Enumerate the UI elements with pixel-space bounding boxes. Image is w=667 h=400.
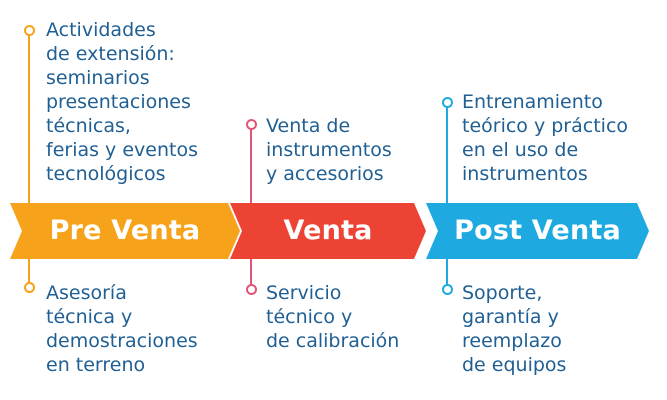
stage-label-post-venta: Post Venta [454,215,621,246]
arrow-post-venta [426,203,649,259]
connector-venta-bottom [250,259,252,287]
venta-bottom-text: Servicio técnico y de calibración [266,282,400,352]
dot-post-venta-bottom [441,284,453,295]
stage-label-pre-venta: Pre Venta [49,215,201,246]
dot-pre-venta-bottom [23,282,35,293]
dot-post-venta-top [441,97,453,108]
dot-venta-top [245,119,257,130]
connector-post-venta-bottom [446,259,448,287]
post-venta-bottom-text: Soporte, garantía y reemplazo de equipos [462,282,567,376]
pre-venta-bottom-text: Asesoría técnica y demostraciones en ter… [46,282,198,376]
arrow-venta [230,203,426,259]
connector-pre-venta-bottom [28,259,30,285]
connector-venta-top [250,125,252,203]
dot-venta-bottom [245,284,257,295]
post-venta-top-text: Entrenamiento teórico y práctico en el u… [462,91,629,185]
stage-label-venta: Venta [283,215,373,246]
arrow-pre-venta [10,203,240,259]
connector-post-venta-top [446,103,448,203]
venta-top-text: Venta de instrumentos y accesorios [266,115,392,185]
pre-venta-top-text: Actividades de extensión: seminarios pre… [46,19,198,185]
dot-pre-venta-top [23,25,35,36]
connector-pre-venta-top [28,30,30,203]
